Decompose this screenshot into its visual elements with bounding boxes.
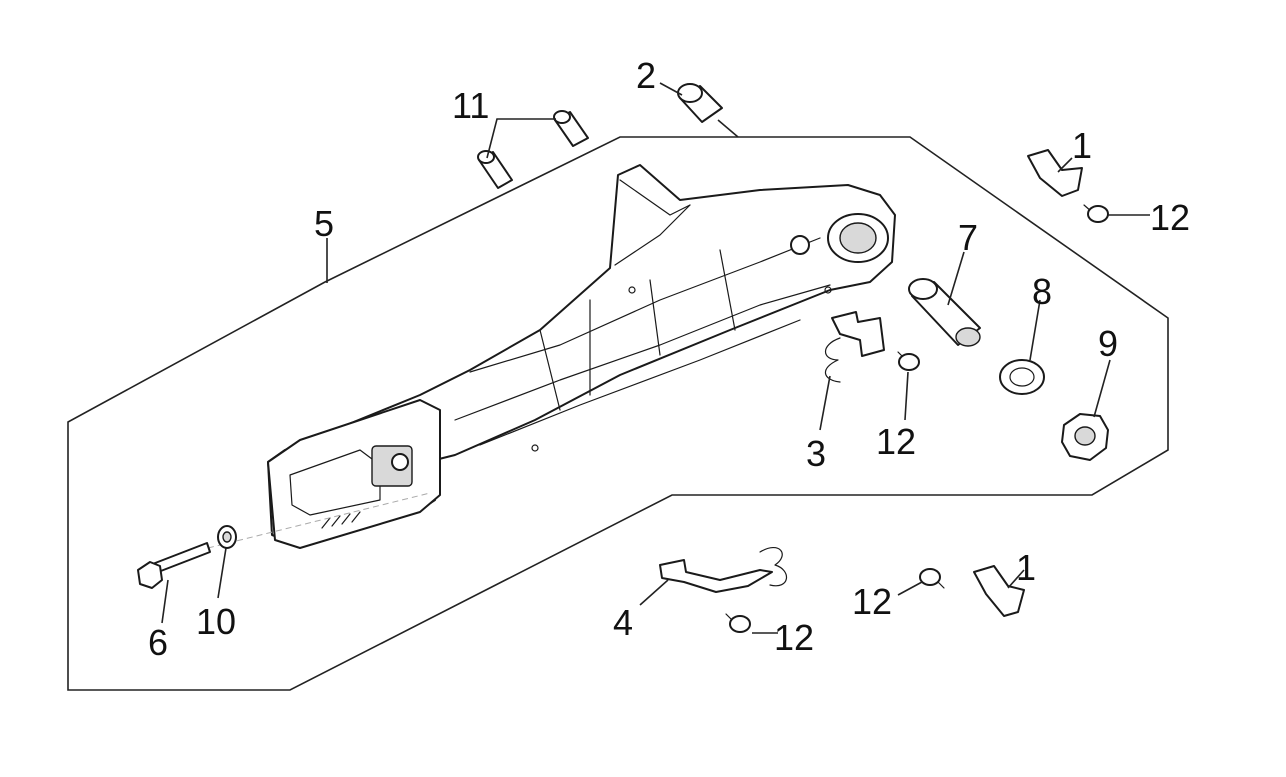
callout-7: 7 — [958, 217, 978, 258]
bolt-12-br — [919, 568, 945, 589]
callout-5: 5 — [314, 203, 334, 244]
callout-2: 2 — [636, 55, 656, 96]
callout-12-br: 12 — [852, 581, 892, 622]
swing-arm — [267, 164, 896, 549]
hex-nut-part — [1061, 413, 1109, 461]
callout-12-top: 12 — [1150, 197, 1190, 238]
callout-8: 8 — [1032, 271, 1052, 312]
brake-hose-bracket — [824, 311, 885, 383]
callout-4: 4 — [613, 602, 633, 643]
bush-part — [677, 83, 723, 123]
washer-part — [999, 359, 1045, 395]
callout-1-top: 1 — [1072, 125, 1092, 166]
collar-part — [908, 278, 981, 347]
assembly-axis — [207, 492, 431, 549]
nut-part-small — [217, 525, 237, 549]
bolt-12-top — [1083, 204, 1109, 223]
clamp-part-top — [1027, 149, 1083, 197]
callout-1-bottom: 1 — [1016, 547, 1036, 588]
callout-12-mid: 12 — [876, 421, 916, 462]
bolt-12-mid — [897, 351, 920, 371]
callout-12-bl: 12 — [774, 617, 814, 658]
clamp-part-bottom — [973, 565, 1025, 617]
callout-9: 9 — [1098, 323, 1118, 364]
bolt-12-bl — [725, 613, 751, 633]
callout-6: 6 — [148, 622, 168, 663]
callout-11: 11 — [452, 85, 489, 126]
callout-10: 10 — [196, 601, 236, 642]
cable-bracket — [659, 546, 787, 593]
leader-lines — [161, 82, 1150, 634]
callout-3: 3 — [806, 433, 826, 474]
bushing-pair — [477, 110, 589, 189]
bolt-part — [137, 542, 211, 589]
assembly-frame — [67, 136, 1169, 691]
